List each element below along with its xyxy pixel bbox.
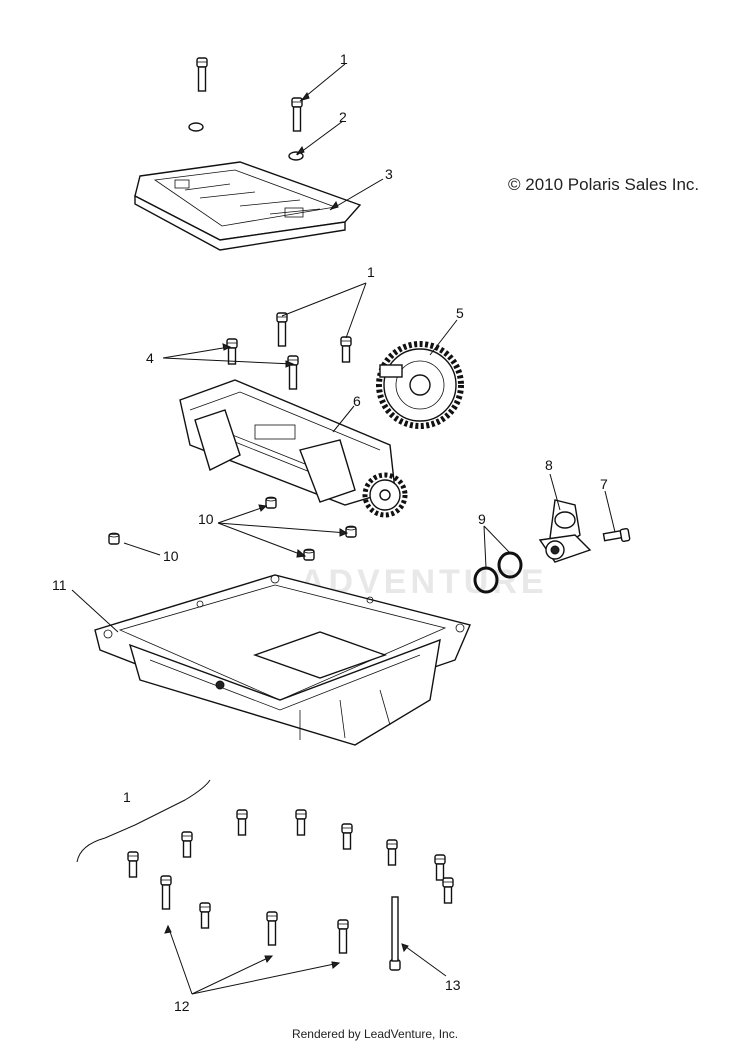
bottom-bolt-group: [127, 809, 454, 954]
dowel-4: [108, 532, 120, 545]
leader-lines: [71, 63, 616, 995]
callout-8: 8: [545, 457, 553, 473]
callout-6: 6: [353, 393, 361, 409]
callout-1: 1: [340, 51, 348, 67]
callout-1: 1: [123, 789, 131, 805]
bolt-7: [602, 528, 631, 542]
bolt-group-bracket: [76, 779, 211, 863]
callout-13: 13: [445, 977, 461, 993]
callout-1: 1: [367, 264, 375, 280]
footer-credit: Rendered by LeadVenture, Inc.: [291, 1027, 459, 1041]
callout-2: 2: [339, 109, 347, 125]
drive-gear: [376, 341, 464, 429]
bolt-top-right: [291, 97, 303, 132]
callout-3: 3: [385, 166, 393, 182]
bolt-mid-4: [287, 355, 299, 390]
bolt-top-left: [196, 57, 208, 92]
arrow-heads: [164, 91, 409, 969]
bolt-mid-1: [276, 312, 288, 347]
baffle-plate: [134, 161, 362, 251]
oil-pan: [94, 574, 471, 746]
bolt-mid-2: [340, 336, 352, 363]
callout-11: 11: [52, 577, 67, 593]
elbow-fitting: [538, 499, 592, 563]
long-bolt-13: [389, 896, 401, 971]
callout-12: 12: [174, 998, 190, 1014]
spacer-right: [288, 151, 304, 161]
callout-9: 9: [478, 511, 486, 527]
callout-10: 10: [163, 548, 179, 564]
dowel-1: [265, 496, 277, 509]
dowel-2: [345, 525, 357, 538]
dowel-3: [303, 548, 315, 561]
callout-4: 4: [146, 350, 154, 366]
callout-5: 5: [456, 305, 464, 321]
callout-10: 10: [198, 511, 214, 527]
callout-7: 7: [600, 476, 608, 492]
oil-pump: [179, 379, 408, 518]
copyright-text: © 2010 Polaris Sales Inc.: [508, 175, 700, 194]
spacer-left: [188, 122, 204, 132]
callout-labels: 1 2 3 1 4 5 6 8 7 9 10 10 11 1 12 13: [52, 51, 608, 1014]
bolt-mid-3: [226, 338, 238, 365]
